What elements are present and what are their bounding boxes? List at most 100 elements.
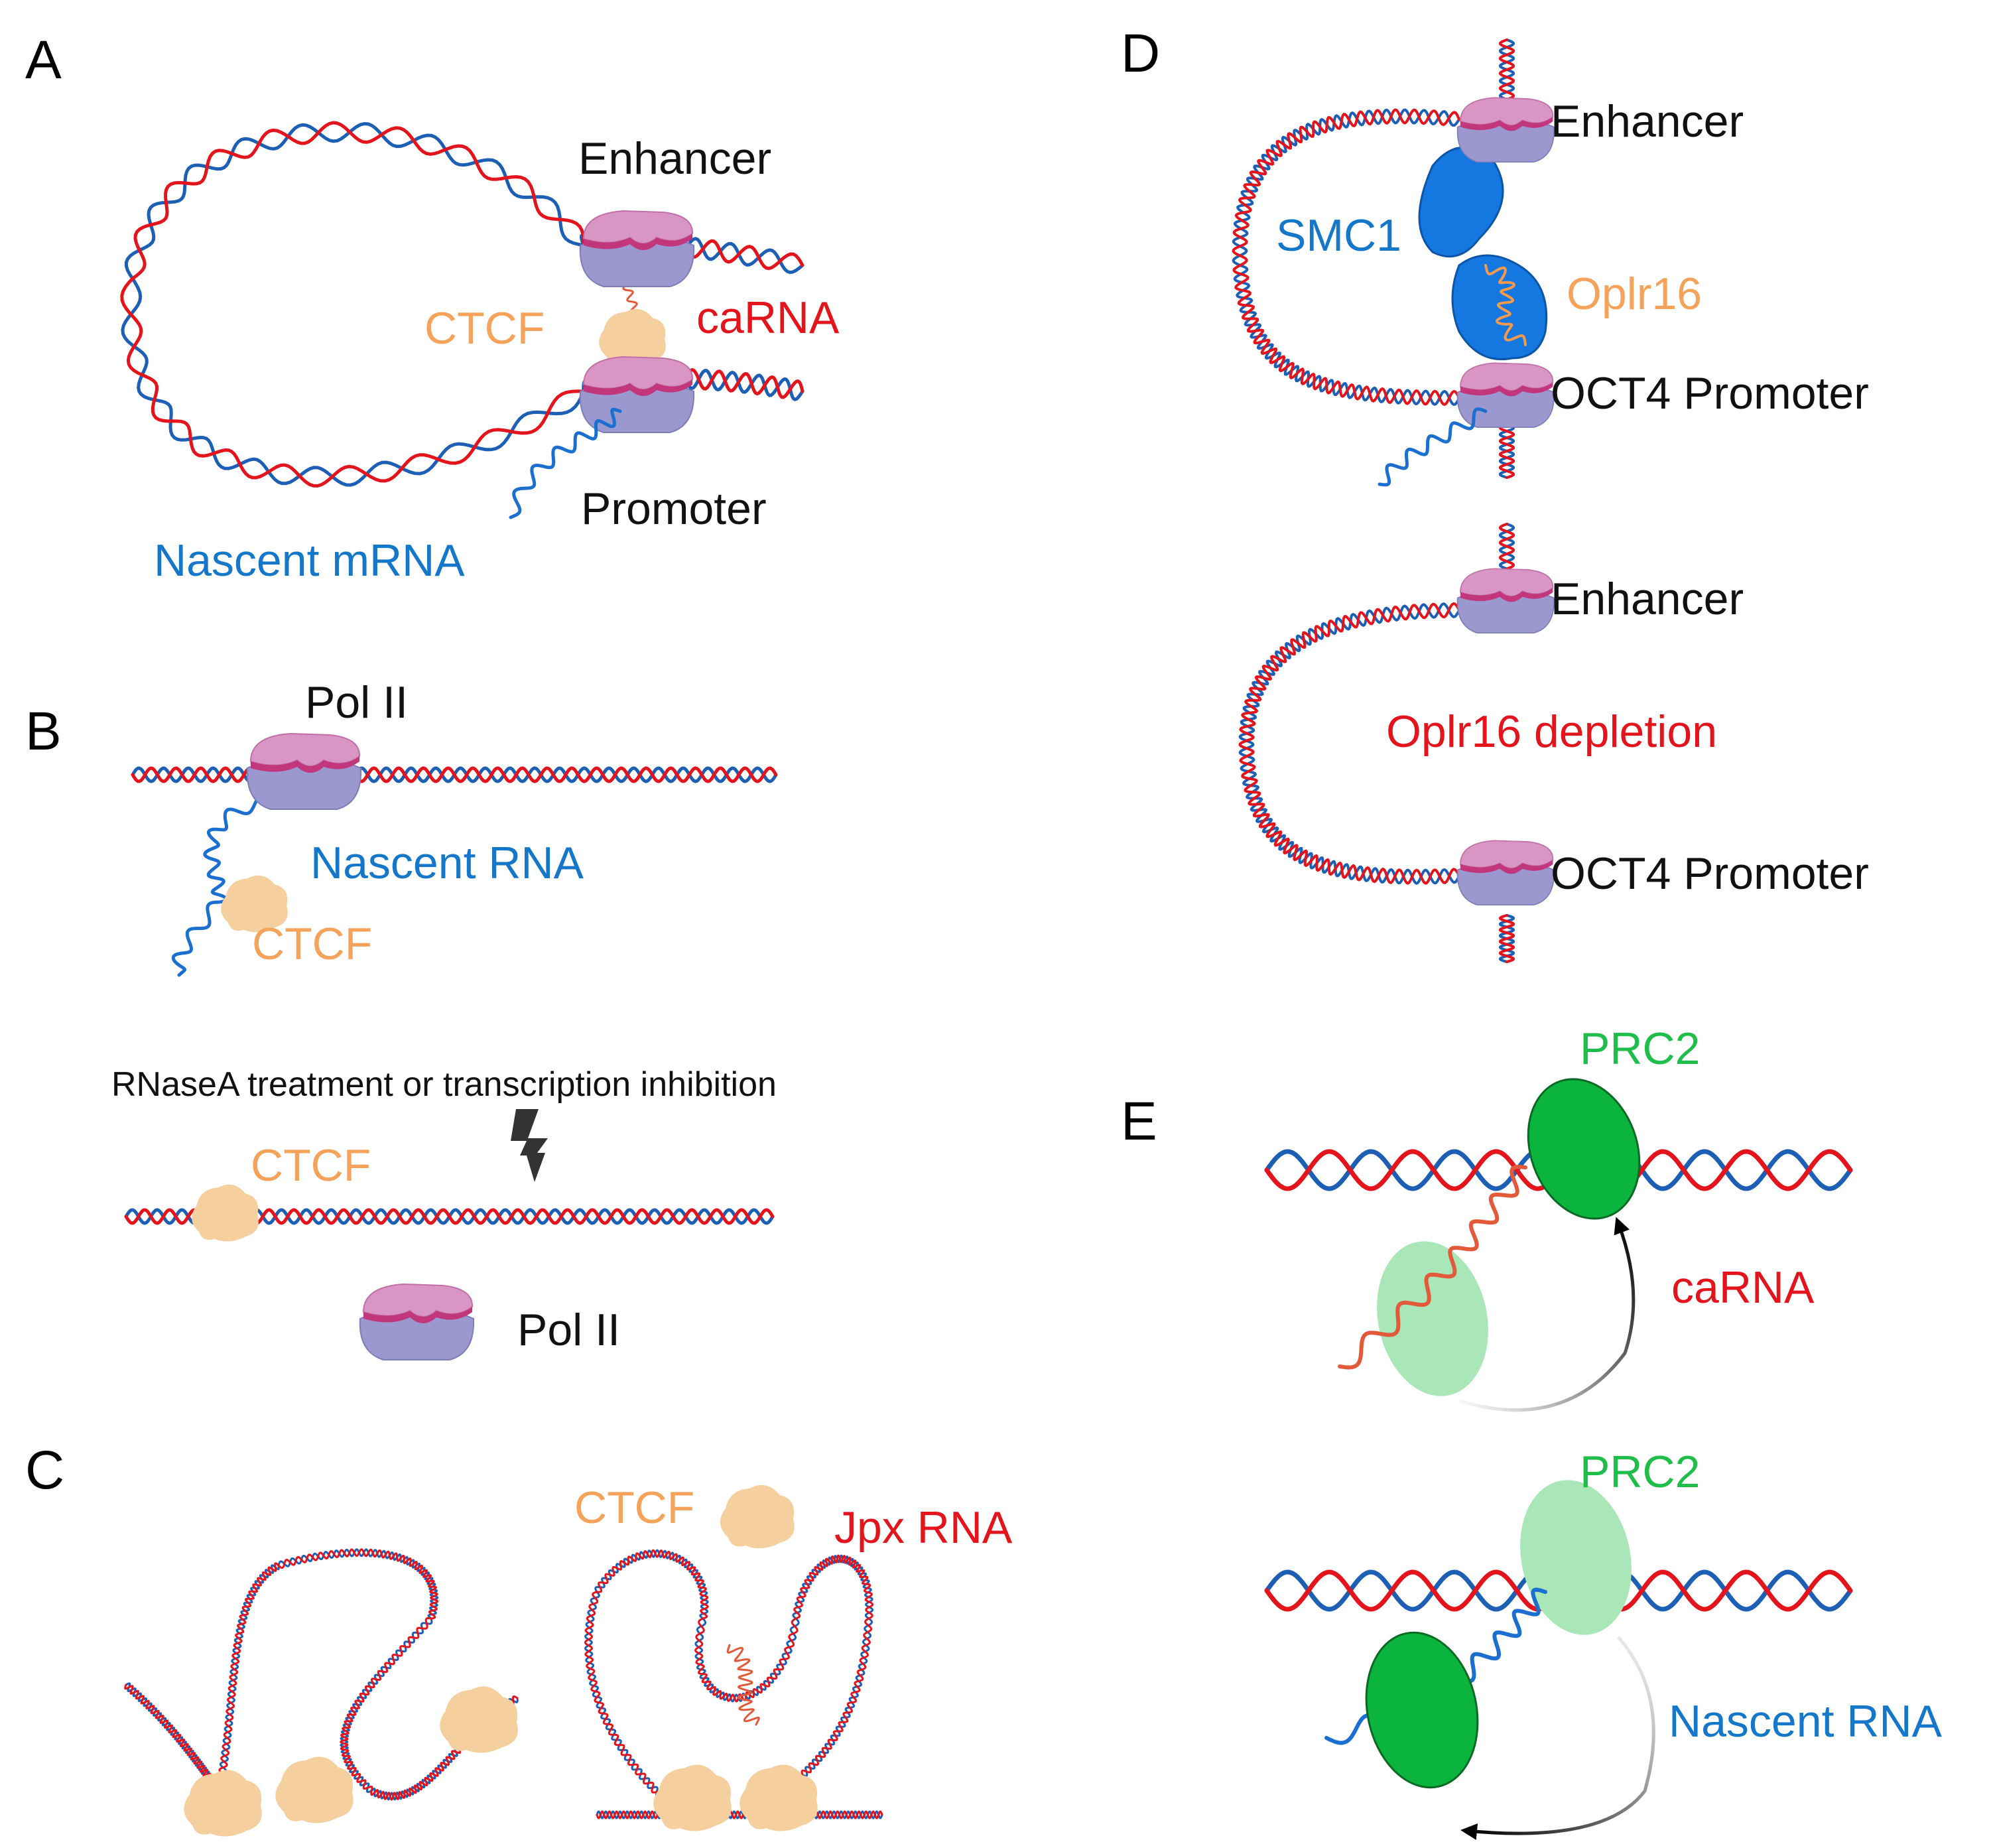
ctcf-protein [221,875,288,933]
pol2-cap-edge [584,379,692,396]
panel-d-nascent [1378,407,1488,487]
panel-b-ctcf-top [221,875,288,933]
panel-d-bottom-enhancer-complex [1456,568,1555,634]
panel-b-ctcf-top-label: CTCF [252,919,372,969]
panel-a-promoter-complex [579,356,695,433]
pol2-cap-edge [584,233,692,250]
pol2-cap [362,1283,474,1317]
panel-a: A Enhancer CTCF caRNA Promoter Nascent m… [25,30,840,586]
dna-strand-red [131,766,778,783]
jpx-rna-squiggle [726,1644,760,1726]
pol2-cap [1460,840,1554,869]
panel-d-letter: D [1121,23,1160,84]
panel-b-dna-top [131,766,778,783]
panel-c-jpx-label: Jpx RNA [834,1502,1013,1553]
panel-e-bottom-arrow [1460,1636,1655,1840]
panel-c-letter: C [25,1440,64,1500]
panel-e-top-arrow [1458,1217,1636,1412]
panel-e-letter: E [1121,1091,1157,1152]
panel-d-enhancer-top-label: Enhancer [1551,96,1744,147]
panel-d-oplr16-rna [1484,264,1527,346]
dna-strand-red [596,1810,883,1819]
panel-a-promoter-label: Promoter [581,484,767,534]
ctcf-protein [739,1764,818,1831]
pol2-cap-edge [1460,382,1553,397]
panel-a-letter: A [25,30,62,90]
pol2-cap [582,210,694,244]
panel-a-nascent-mrna [509,407,622,519]
nascent-rna-squiggle [203,791,281,904]
ctcf-protein [192,1184,259,1242]
panel-a-ctcf [599,308,666,366]
dna-strand-red [1499,914,1515,963]
pol2-cap-edge [1460,860,1553,874]
ctcf-protein [184,1770,262,1837]
panel-c-ctcf-label: CTCF [574,1483,694,1533]
pol2-cap-edge [1460,588,1553,602]
panel-b-ctcf-bottom-label: CTCF [251,1140,371,1191]
panel-e-bottom-prc2-faded [1520,1480,1632,1635]
prc2-ellipse [1527,1078,1641,1220]
panel-d-top-enhancer-complex [1456,97,1555,163]
panel-c-ctcf-group [184,1485,818,1837]
oplr16-squiggle [1484,264,1527,346]
ctcf-protein [440,1686,518,1753]
panel-d-smc1-label: SMC1 [1276,210,1401,261]
pol2-cap-edge [363,1307,472,1323]
pol2-cap [249,732,361,767]
ctcf-protein [599,308,666,366]
pol2-cap [1460,568,1554,597]
dna-strand-red [584,1549,874,1807]
panel-d-oct4-top-label: OCT4 Promoter [1551,368,1869,419]
panel-b: B Pol II Nascent RNA CTCF RNaseA treatme… [25,677,778,1360]
panel-d-smc1 [1418,146,1548,361]
panel-b-letter: B [25,701,62,761]
lightning-icon [511,1109,548,1182]
prc2-ellipse [1365,1631,1479,1789]
nascent-eviction-arrow [1460,1636,1655,1840]
panel-d-enhancer-bottom-label: Enhancer [1551,574,1744,624]
panel-e-carna-label: caRNA [1671,1262,1815,1313]
panel-e: E PRC2 caRNA PRC2 Nascent RNA [1121,1023,1943,1840]
ctcf-protein [275,1756,353,1823]
panel-b-pol2-bottom [359,1283,475,1360]
dna-strand-red [1232,108,1460,407]
panel-a-carna-label: caRNA [696,293,840,343]
mrna-squiggle [509,407,622,519]
nascent-squiggle [1378,407,1488,487]
panel-d-oct4-bottom-label: OCT4 Promoter [1551,848,1869,899]
carna-recruit-arrow [1458,1217,1636,1412]
pol2-cap [1460,362,1554,391]
panel-e-top-prc2 [1527,1078,1641,1220]
panel-a-ctcf-label: CTCF [424,303,545,354]
panel-e-bottom-prc2 [1365,1631,1479,1789]
dna-strand-red [1499,38,1515,101]
panel-b-nascent-rna [171,791,281,977]
panel-b-nascent-rna-label: Nascent RNA [310,838,584,888]
panel-e-prc2-bottom-label: PRC2 [1580,1447,1700,1497]
dna-strand-red [1499,423,1515,479]
panel-b-treatment-label: RNaseA treatment or transcription inhibi… [111,1065,777,1104]
ctcf-protein [720,1485,795,1549]
panel-d-top-promoter-complex [1456,362,1555,429]
panel-c: C CTCF Jpx RNA [25,1440,1013,1837]
prc2-faded-ellipse [1520,1480,1632,1635]
panel-d-oplr16-label: Oplr16 [1567,269,1702,319]
pol2-cap-edge [251,756,359,773]
panel-e-prc2-top-label: PRC2 [1580,1023,1700,1074]
dna-strand-red [1238,602,1460,885]
panel-d: D Enhancer SMC1 Oplr16 OCT4 Promoter Enh… [1121,23,1869,963]
panel-b-pol2-top-label: Pol II [305,677,408,728]
ctcf-protein [653,1764,732,1831]
pol2-cap [1460,97,1554,126]
panel-b-pol2-top [246,732,362,810]
prc2-faded-ellipse [1377,1241,1488,1396]
pol2-cap [582,356,694,390]
panel-c-right-chromatin [584,1549,883,1819]
smc1-head [1418,146,1504,258]
panel-e-top-prc2-faded [1377,1241,1488,1396]
panel-c-jpx-rna [726,1644,760,1726]
pol2-cap-edge [1460,117,1553,131]
panel-d-depletion-label: Oplr16 depletion [1386,706,1717,757]
